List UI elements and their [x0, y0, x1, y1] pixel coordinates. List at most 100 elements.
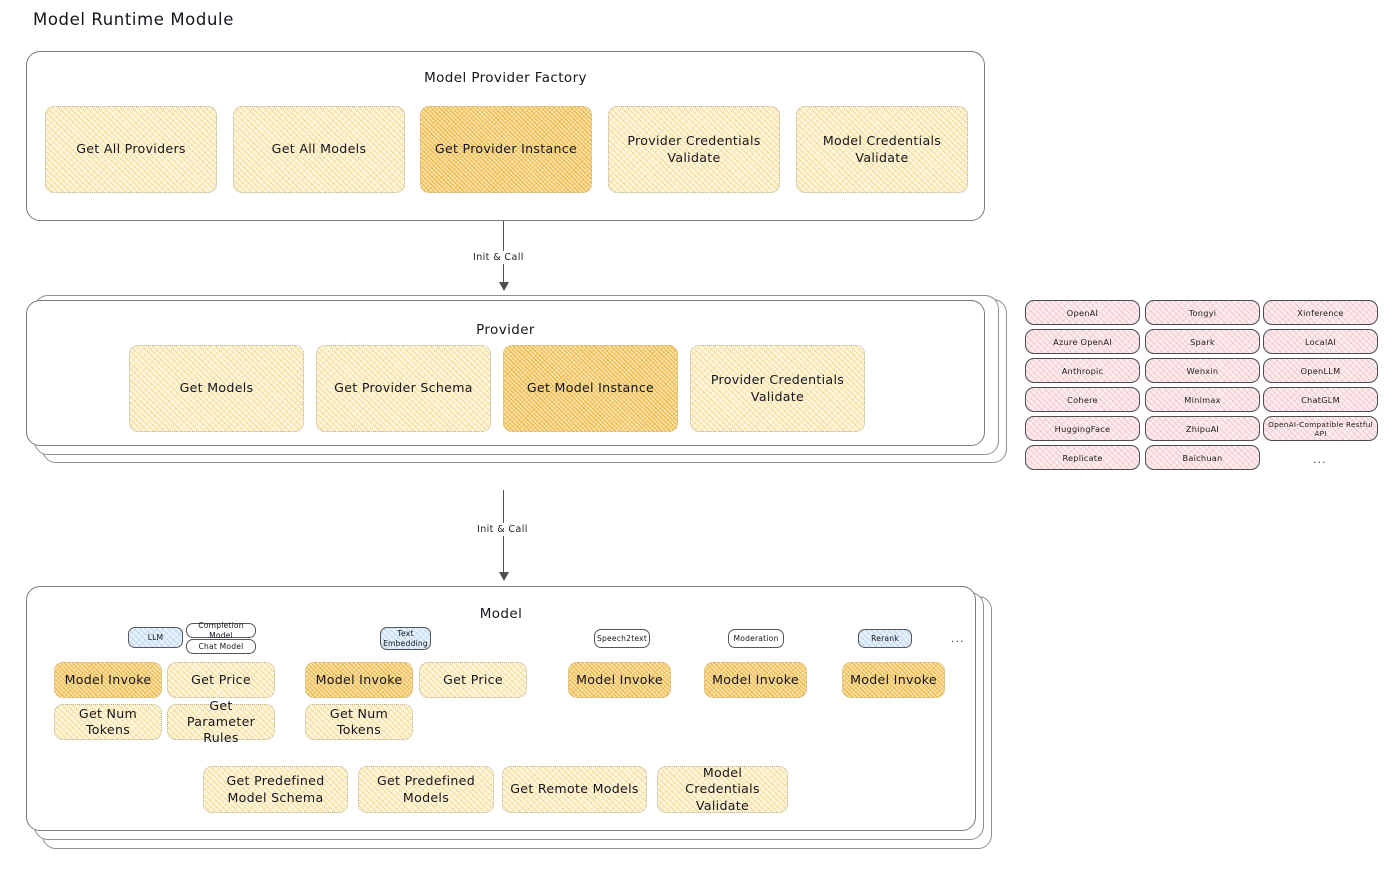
method-label: Model Invoke — [576, 671, 663, 687]
method-label: Get Remote Models — [510, 781, 639, 797]
rerank-method-model-invoke[interactable]: Model Invoke — [842, 662, 945, 698]
model-shared-model-credentials-validate[interactable]: Model Credentials Validate — [657, 765, 788, 813]
provider-pill-label: Cohere — [1067, 394, 1098, 405]
model-types-more: ... — [951, 632, 965, 645]
provider-box-get-provider-schema[interactable]: Get Provider Schema — [316, 345, 491, 432]
provider-pill-baichuan[interactable]: Baichuan — [1145, 445, 1260, 470]
model-type-label: Rerank — [871, 633, 899, 643]
method-label: Get Parameter Rules — [186, 697, 256, 746]
factory-box-get-provider-instance[interactable]: Get Provider Instance — [420, 106, 592, 193]
model-type-badge-rerank[interactable]: Rerank — [858, 629, 912, 648]
model-subtype-badge-completion-model[interactable]: Completion Model — [186, 621, 256, 640]
provider-pill-spark[interactable]: Spark — [1145, 329, 1260, 354]
arrow-factory-to-provider-head — [499, 282, 509, 291]
provider-pill-label: Spark — [1190, 336, 1215, 347]
provider-pill-label: Minimax — [1184, 394, 1221, 405]
llm-method-get-price[interactable]: Get Price — [167, 662, 275, 698]
provider-pill-label: Xinference — [1297, 307, 1344, 318]
provider-pill-label: Tongyi — [1188, 307, 1217, 318]
llm-method-get-parameter-rules[interactable]: Get Parameter Rules — [167, 698, 275, 745]
factory-box-get-all-providers[interactable]: Get All Providers — [45, 106, 217, 193]
provider-pill-minimax[interactable]: Minimax — [1145, 387, 1260, 412]
method-label: Model Credentials Validate — [685, 765, 760, 813]
provider-box-label: Get Model Instance — [526, 380, 655, 396]
provider-pill-label: LocalAI — [1305, 336, 1336, 347]
provider-pill-label: Azure OpenAI — [1053, 336, 1112, 347]
provider-pill-openai-compatible-restful-api[interactable]: OpenAI-Compatible Restful API — [1263, 416, 1378, 441]
provider-pill-zhipuai[interactable]: ZhipuAI — [1145, 416, 1260, 441]
provider-pill-label: OpenAI-Compatible Restful API — [1268, 419, 1373, 438]
method-label: Get Predefined Model Schema — [226, 773, 325, 805]
method-label: Model Invoke — [850, 671, 937, 687]
provider-pill-label: OpenLLM — [1300, 365, 1341, 376]
llm-method-model-invoke[interactable]: Model Invoke — [54, 662, 162, 698]
model-subtype-badge-chat-model[interactable]: Chat Model — [186, 639, 256, 654]
page-title: Model Runtime Module — [33, 10, 234, 29]
model-type-badge-moderation[interactable]: Moderation — [728, 629, 784, 648]
arrow-provider-to-model-head — [499, 572, 509, 581]
model-type-label: Moderation — [733, 633, 779, 643]
provider-pill-cohere[interactable]: Cohere — [1025, 387, 1140, 412]
provider-title: Provider — [476, 322, 535, 338]
provider-box-get-models[interactable]: Get Models — [129, 345, 304, 432]
model-type-label: Speech2text — [597, 633, 647, 643]
provider-box-label: Get Models — [179, 380, 254, 396]
method-label: Get Predefined Models — [376, 773, 476, 805]
factory-box-model-credentials-validate[interactable]: Model Credentials Validate — [796, 106, 968, 193]
arrow-factory-to-provider-label: Init & Call — [468, 251, 529, 264]
speech2text-method-model-invoke[interactable]: Model Invoke — [568, 662, 671, 698]
model-subtype-label: Completion Model — [198, 621, 244, 640]
provider-pill-tongyi[interactable]: Tongyi — [1145, 300, 1260, 325]
arrow-provider-to-model-label: Init & Call — [472, 523, 533, 536]
provider-pill-label: ChatGLM — [1301, 394, 1340, 405]
provider-pill-anthropic[interactable]: Anthropic — [1025, 358, 1140, 383]
model-shared-get-remote-models[interactable]: Get Remote Models — [502, 766, 647, 813]
provider-pill-azure-openai[interactable]: Azure OpenAI — [1025, 329, 1140, 354]
model-type-badge-llm[interactable]: LLM — [128, 627, 183, 648]
model-subtype-label: Chat Model — [198, 641, 244, 651]
factory-box-label: Get All Models — [271, 141, 367, 157]
method-label: Get Num Tokens — [329, 705, 389, 737]
method-label: Model Invoke — [64, 671, 152, 687]
moderation-method-model-invoke[interactable]: Model Invoke — [704, 662, 807, 698]
method-label: Get Price — [443, 671, 503, 687]
model-provider-factory-title: Model Provider Factory — [424, 70, 587, 86]
model-shared-get-predefined-models[interactable]: Get Predefined Models — [358, 766, 494, 813]
provider-box-provider-credentials-validate[interactable]: Provider Credentials Validate — [690, 345, 865, 432]
provider-pill-openllm[interactable]: OpenLLM — [1263, 358, 1378, 383]
provider-pill-openai[interactable]: OpenAI — [1025, 300, 1140, 325]
method-label: Model Invoke — [315, 671, 403, 687]
text-embedding-method-get-price[interactable]: Get Price — [419, 662, 527, 698]
model-type-label: Text Embedding — [383, 629, 428, 648]
provider-pill-xinference[interactable]: Xinference — [1263, 300, 1378, 325]
provider-box-label: Provider Credentials Validate — [710, 372, 845, 404]
model-title: Model — [479, 606, 523, 622]
factory-box-label: Provider Credentials Validate — [627, 133, 761, 165]
provider-list-more: ... — [1313, 453, 1327, 466]
text-embedding-method-model-invoke[interactable]: Model Invoke — [305, 662, 413, 698]
provider-pill-huggingface[interactable]: HuggingFace — [1025, 416, 1140, 441]
method-label: Get Price — [191, 671, 251, 687]
llm-method-get-num-tokens[interactable]: Get Num Tokens — [54, 704, 162, 740]
provider-box-get-model-instance[interactable]: Get Model Instance — [503, 345, 678, 432]
factory-box-provider-credentials-validate[interactable]: Provider Credentials Validate — [608, 106, 780, 193]
provider-pill-localai[interactable]: LocalAI — [1263, 329, 1378, 354]
provider-pill-label: Replicate — [1062, 452, 1103, 463]
provider-pill-replicate[interactable]: Replicate — [1025, 445, 1140, 470]
model-shared-get-predefined-model-schema[interactable]: Get Predefined Model Schema — [203, 766, 348, 813]
model-type-badge-speech2text[interactable]: Speech2text — [594, 629, 650, 648]
provider-pill-label: OpenAI — [1066, 307, 1099, 318]
text-embedding-method-get-num-tokens[interactable]: Get Num Tokens — [305, 704, 413, 740]
provider-pill-label: ZhipuAI — [1185, 423, 1220, 434]
factory-box-label: Get Provider Instance — [434, 141, 578, 157]
model-type-badge-text-embedding[interactable]: Text Embedding — [380, 627, 431, 650]
model-type-label: LLM — [147, 632, 164, 642]
provider-pill-label: Wenxin — [1186, 365, 1219, 376]
method-label: Model Invoke — [712, 671, 799, 687]
provider-box-label: Get Provider Schema — [334, 380, 473, 396]
factory-box-get-all-models[interactable]: Get All Models — [233, 106, 405, 193]
provider-pill-wenxin[interactable]: Wenxin — [1145, 358, 1260, 383]
provider-pill-chatglm[interactable]: ChatGLM — [1263, 387, 1378, 412]
provider-pill-label: Anthropic — [1061, 365, 1104, 376]
